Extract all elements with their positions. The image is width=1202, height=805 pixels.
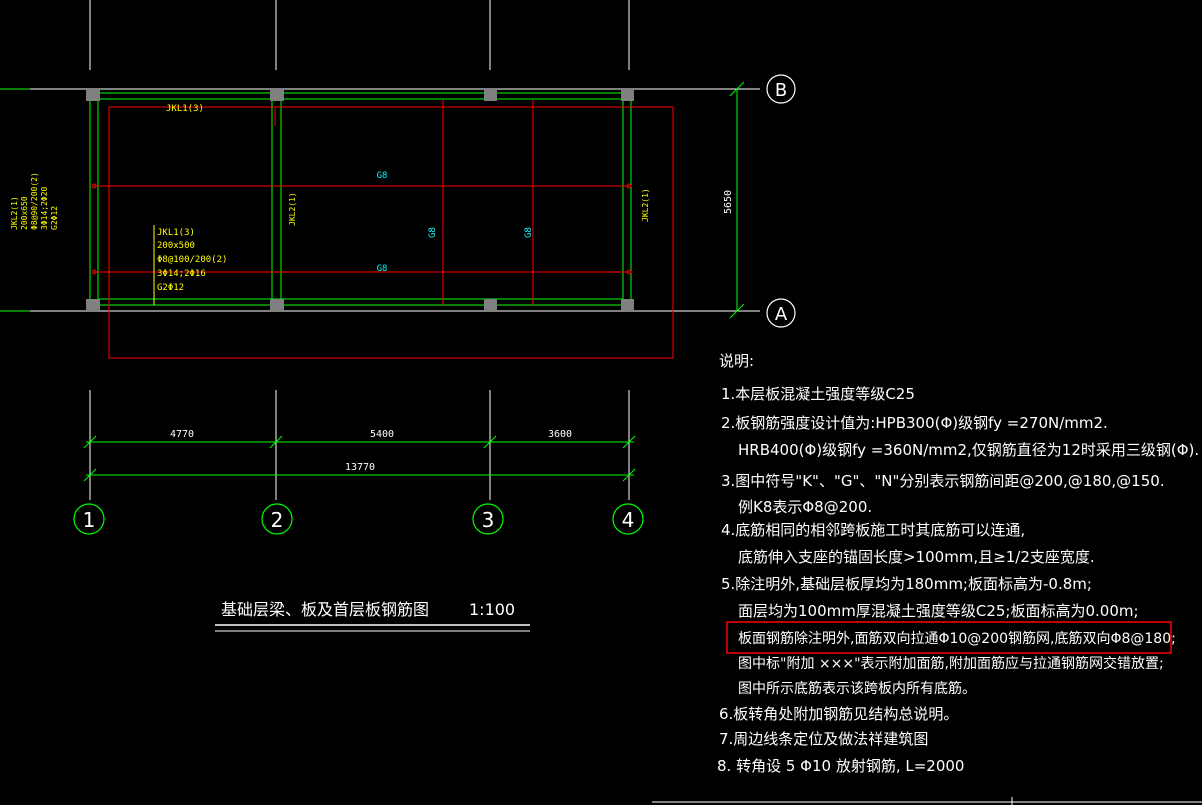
bottom-beam-line-3: Φ8@100/200(2): [157, 255, 227, 265]
note-line-13: 6.板转角处附加钢筋见结构总说明。: [719, 705, 958, 723]
dim-span-1: 4770: [170, 429, 194, 440]
beam-label-top: JKL1(3): [166, 104, 204, 114]
slab-outline: [108, 106, 674, 359]
slab-label-bottom: G8: [377, 264, 388, 274]
note-line-8: 5.除注明外,基础层板厚均为180mm;板面标高为-0.8m;: [721, 575, 1092, 593]
slab-label-vertical-a: G8: [428, 227, 438, 238]
left-beam-line-4: 3Φ14;2Φ20: [40, 186, 49, 230]
column-4b: [621, 89, 634, 101]
notes-heading: 说明:: [719, 352, 754, 370]
note-line-3: HRB400(Φ)级钢fy =360N/mm2,仅钢筋直径为12时采用三级钢(Φ…: [738, 441, 1199, 459]
dim-total: 13770: [345, 462, 375, 473]
rebar-end-2: [91, 269, 97, 275]
column-2a: [270, 299, 284, 311]
notes: 说明: 1.本层板混凝土强度等级C25 2.板钢筋强度设计值为:HPB300(Φ…: [717, 352, 1199, 775]
note-line-1: 1.本层板混凝土强度等级C25: [721, 385, 915, 403]
column-2b: [270, 89, 284, 101]
rebar-end-3: [626, 183, 632, 189]
vertical-dimension: [729, 81, 745, 319]
column-4a: [621, 299, 634, 311]
note-line-6: 4.底筋相同的相邻跨板施工时其底筋可以连通,: [721, 521, 1025, 539]
axis-bubble-4: [612, 503, 644, 535]
drawing-title: 基础层梁、板及首层板钢筋图: [221, 600, 429, 619]
column-1a: [86, 299, 100, 311]
slab-label-top: G8: [377, 171, 388, 181]
beam-label-right: JKL2(1): [641, 188, 650, 222]
slab-lines: [93, 100, 674, 359]
note-line-7: 底筋伸入支座的锚固长度>100mm,且≥1/2支座宽度.: [738, 548, 1095, 566]
axis-bubble-3: [472, 503, 504, 535]
axis-label-1: 1: [83, 508, 96, 532]
column-1b: [86, 89, 100, 101]
axis-bubble-a: [766, 298, 796, 328]
note-line-2: 2.板钢筋强度设计值为:HPB300(Φ)级钢fy =270N/mm2.: [721, 414, 1108, 432]
axis-label-3: 3: [482, 508, 495, 532]
note-line-10: 板面钢筋除注明外,面筋双向拉通Φ10@200钢筋网,底筋双向Φ8@180;: [738, 630, 1176, 647]
axis-label-4: 4: [622, 508, 635, 532]
slab-label-vertical-b: G8: [524, 227, 534, 238]
axis-bubbles-columns: [73, 503, 644, 535]
beam-label-left: JKL2(1) 200x650 Φ8@90/200(2) 3Φ14;2Φ20 G…: [10, 172, 59, 230]
note-line-14: 7.周边线条定位及做法祥建筑图: [719, 730, 928, 748]
axis-label-a: A: [775, 304, 788, 325]
note-line-9: 面层均为100mm厚混凝土强度等级C25;板面标高为0.00m;: [738, 602, 1139, 620]
axis-label-2: 2: [271, 508, 284, 532]
highlight-box: [726, 621, 1172, 654]
columns: [86, 89, 634, 311]
note-line-12: 图中所示底筋表示该跨板内所有底筋。: [738, 680, 976, 697]
beam-outline-inner: [97, 98, 624, 300]
beam-outline-outer: [89, 92, 632, 306]
dim-vertical-label: 5650: [723, 190, 734, 214]
beams: [89, 92, 632, 306]
rebar-end-1: [91, 183, 97, 189]
bottom-beam-line-5: G2Φ12: [157, 283, 184, 293]
bottom-beam-line-2: 200x500: [157, 241, 195, 251]
dim-span-2: 5400: [370, 429, 394, 440]
left-beam-line-5: G2Φ12: [50, 206, 59, 230]
dim-span-3: 3600: [548, 429, 572, 440]
note-line-15: 8. 转角设 5 Φ10 放射钢筋, L=2000: [717, 757, 964, 775]
axis-bubble-1: [73, 503, 105, 535]
left-beam-line-1: JKL2(1): [10, 196, 19, 230]
axis-bubble-b: [766, 74, 796, 104]
axis-bubble-2: [261, 503, 293, 535]
left-beam-line-2: 200x650: [20, 196, 29, 230]
beam-label-mid: JKL2(1): [288, 192, 297, 226]
note-line-4: 3.图中符号"K"、"G"、"N"分别表示钢筋间距@200,@180,@150.: [721, 472, 1165, 490]
axis-label-b: B: [775, 80, 787, 101]
column-3a: [484, 299, 497, 311]
bottom-beam-line-4: 3Φ14;2Φ16: [157, 269, 206, 279]
axis-bubbles-rows: [766, 74, 796, 328]
column-3b: [484, 89, 497, 101]
bottom-beam-line-1: JKL1(3): [157, 228, 195, 238]
grid-lines: [0, 0, 760, 500]
note-line-5: 例K8表示Φ8@200.: [738, 498, 872, 516]
beam-label-bottom: JKL1(3) 200x500 Φ8@100/200(2) 3Φ14;2Φ16 …: [157, 228, 227, 293]
left-beam-line-3: Φ8@90/200(2): [30, 172, 39, 230]
rebar-end-4: [626, 269, 632, 275]
note-line-11: 图中标"附加 ×××"表示附加面筋,附加面筋应与拉通钢筋网交错放置;: [738, 655, 1164, 672]
horizontal-dimensions: [83, 435, 636, 482]
drawing-scale: 1:100: [469, 600, 515, 619]
